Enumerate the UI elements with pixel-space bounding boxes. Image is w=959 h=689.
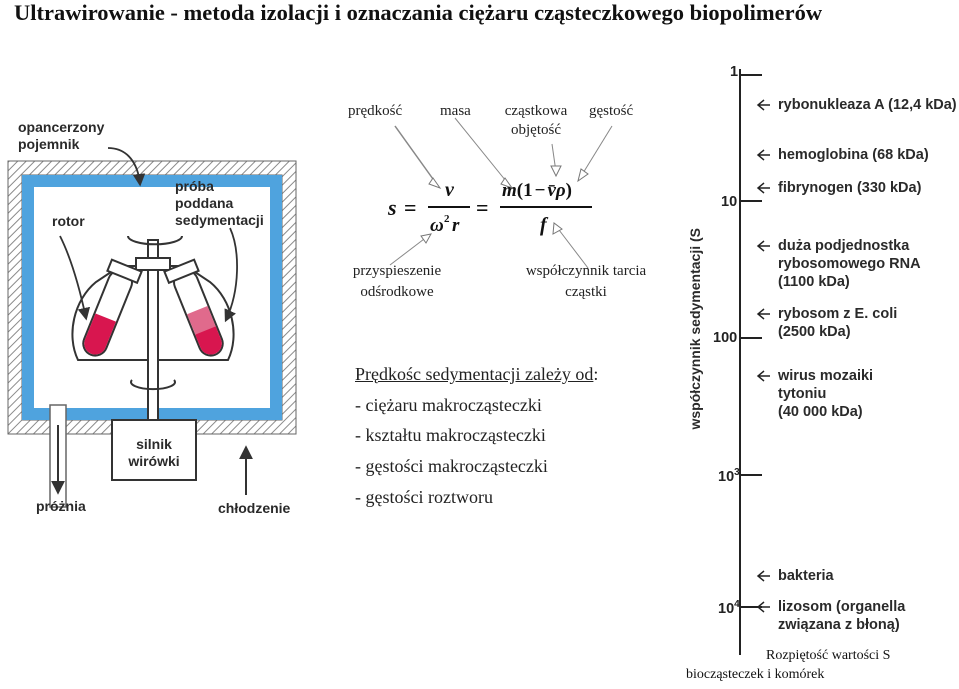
svg-text:r: r (452, 215, 460, 236)
scale-tick-label: 100 (713, 330, 737, 346)
entry-line: (1100 kDa) (778, 274, 850, 290)
motor-label-2: wirówki (128, 453, 180, 469)
scale-caption-line-1: Rozpiętość wartości S (766, 648, 891, 663)
tick-value: 10 (721, 194, 738, 210)
scale-tick-label: 1 (730, 64, 738, 80)
entry-line: (40 000 kDa) (778, 404, 863, 420)
dependence-item: - ciężaru makrocząsteczki (355, 395, 542, 415)
entry-line: hemoglobina (68 kDa) (778, 147, 929, 163)
scale-tick-label: 103 (718, 467, 740, 485)
scale-entry-ribonuclease: rybonukleaza A (12,4 kDa) (778, 96, 957, 114)
scale-entry-ribosome: rybosom z E. coli (2500 kDa) (778, 305, 897, 341)
right-sample-tube (163, 258, 224, 357)
entry-line: rybosom z E. coli (778, 306, 898, 322)
scale-caption-line-2: biocząsteczek i komórek (686, 667, 825, 682)
svg-text:v: v (445, 179, 455, 201)
density-label: gęstość (589, 103, 634, 119)
entry-line: bakteria (778, 568, 834, 584)
partial-volume-label-2: objętość (511, 122, 561, 138)
dependence-heading-text: Prędkośc sedymentacji zależy od (355, 364, 594, 384)
vacuum-label: próżnia (36, 498, 86, 514)
page-title: Ultrawirowanie - metoda izolacji i oznac… (14, 0, 823, 25)
svg-text:=: = (476, 195, 489, 220)
dependence-heading: Prędkośc sedymentacji zależy od: (355, 364, 598, 385)
left-sample-tube (82, 258, 143, 357)
motor-box (111, 419, 197, 481)
dependence-item: - kształtu makrocząsteczki (355, 425, 546, 445)
centrifugal-acceleration-label-1: przyspieszenie (352, 263, 442, 279)
entry-line: związana z błoną) (778, 617, 900, 633)
entry-line: rybonukleaza A (12,4 kDa) (778, 97, 957, 113)
svg-text:f: f (540, 214, 549, 236)
dependence-item: - gęstości makrocząsteczki (355, 456, 548, 476)
centrifugal-acceleration-label-2: odśrodkowe (360, 284, 434, 300)
tick-value: 1 (730, 64, 739, 80)
friction-coefficient-label-1: współczynnik tarcia (525, 263, 647, 279)
cooling-label: chłodzenie (218, 500, 291, 516)
sample-label-2: poddana (175, 195, 234, 211)
scale-axis-title: współczynnik sedymentacji (S (687, 228, 703, 430)
entry-line: duża podjednostka (778, 238, 910, 254)
sedimentation-equation-block: s = v ω 2 r = m(1−v̄ρ) f prędkość masa c… (330, 90, 680, 320)
scale-entry-lysosome: lizosom (organella związana z błoną) (778, 598, 905, 634)
entry-line: rybosomowego RNA (778, 256, 921, 272)
motor-label-1: silnik (136, 436, 172, 452)
scale-tick-label: 104 (718, 599, 740, 617)
sample-label-3: sedymentacji (175, 212, 264, 228)
velocity-label: prędkość (348, 103, 403, 119)
dependence-item: - gęstości roztworu (355, 487, 493, 507)
mass-label: masa (440, 103, 471, 119)
scale-entry-hemoglobin: hemoglobina (68 kDa) (778, 146, 929, 164)
friction-coefficient-label-2: cząstki (565, 284, 607, 300)
scale-tick-label: 10 (721, 194, 737, 210)
tick-value: 10 (718, 468, 735, 485)
entry-line: fibrynogen (330 kDa) (778, 180, 922, 196)
scale-entry-large-subunit: duża podjednostka rybosomowego RNA (1100… (778, 237, 921, 291)
tick-exponent: 4 (734, 599, 740, 610)
armored-chamber-label: opancerzony pojemnik (18, 119, 105, 152)
sample-label-1: próba (175, 178, 214, 194)
scale-entry-bacteria: bakteria (778, 567, 834, 585)
svg-text:s: s (387, 195, 397, 220)
partial-volume-label-1: cząstkowa (504, 103, 568, 119)
entry-line: (2500 kDa) (778, 324, 851, 340)
svg-text:ω: ω (430, 215, 444, 236)
svg-text:=: = (404, 195, 417, 220)
entry-line: tytoniu (778, 386, 827, 402)
svg-text:m(1−v̄ρ): m(1−v̄ρ) (502, 180, 572, 201)
centrifuge-diagram: opancerzony pojemnik rotor próba poddana… (0, 0, 310, 530)
tick-value: 10 (718, 600, 735, 617)
svg-text:2: 2 (444, 213, 450, 225)
dependence-heading-colon: : (593, 364, 599, 384)
sedimentation-scale: 1 10 100 103 104 współczynnik sedymentac… (680, 55, 959, 689)
tick-value: 100 (713, 330, 738, 346)
tick-exponent: 3 (734, 467, 740, 478)
scale-entry-fibrinogen: fibrynogen (330 kDa) (778, 179, 921, 197)
scale-entry-tmv: wirus mozaiki tytoniu (40 000 kDa) (778, 367, 873, 421)
entry-line: lizosom (organella (778, 599, 906, 615)
entry-line: wirus mozaiki (778, 368, 874, 384)
rotor-label: rotor (52, 213, 85, 229)
